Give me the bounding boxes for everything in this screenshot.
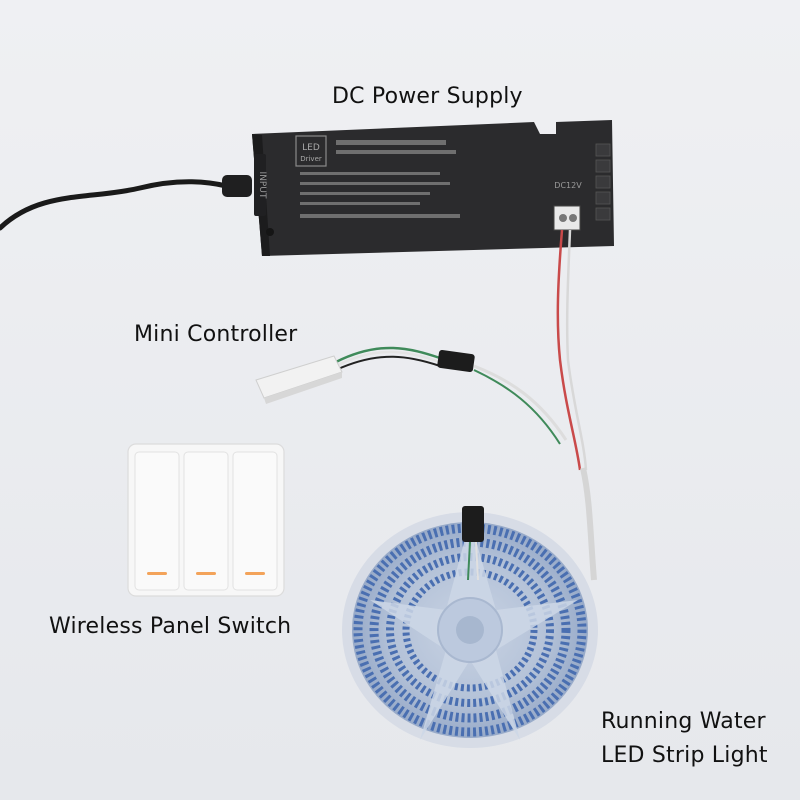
label-dc-power-supply: DC Power Supply bbox=[332, 84, 523, 109]
switch-key-right bbox=[232, 451, 278, 591]
switch-indicator bbox=[245, 572, 265, 575]
label-wireless-panel-switch: Wireless Panel Switch bbox=[49, 614, 292, 639]
switch-indicator bbox=[147, 572, 167, 575]
mounting-hole bbox=[266, 228, 274, 236]
strip-wire bbox=[475, 541, 479, 581]
switch-key-left bbox=[134, 451, 180, 591]
led-strip-coil bbox=[402, 568, 538, 692]
led-driver-logo bbox=[295, 135, 327, 167]
controller-wire-green bbox=[335, 346, 441, 364]
dc-power-supply: INPUT LED Driver DC12V bbox=[252, 120, 614, 256]
label-mini-controller: Mini Controller bbox=[134, 322, 298, 347]
terminal-screw bbox=[569, 214, 577, 222]
output-tag: DC12V bbox=[554, 181, 582, 190]
terminal-screw bbox=[559, 214, 567, 222]
power-plug bbox=[222, 175, 252, 197]
wireless-panel-switch bbox=[127, 443, 285, 597]
strip-cable bbox=[580, 467, 597, 581]
red-wire bbox=[556, 229, 582, 471]
output-ports bbox=[595, 143, 611, 221]
logo-line1: LED bbox=[302, 143, 320, 153]
label-led-strip: Running Water LED Strip Light bbox=[601, 705, 768, 773]
controller-wire-black bbox=[335, 355, 441, 371]
switch-key-middle bbox=[183, 451, 229, 591]
controller-wire-white bbox=[335, 350, 441, 368]
power-cord bbox=[0, 179, 229, 231]
reel-center bbox=[456, 616, 484, 644]
led-strip-reel bbox=[342, 506, 598, 748]
label-strip-line2: LED Strip Light bbox=[601, 743, 768, 768]
printed-specs bbox=[300, 140, 460, 218]
jst-connector bbox=[437, 349, 475, 373]
label-strip-line1: Running Water bbox=[601, 709, 766, 734]
input-tag-text: INPUT bbox=[257, 172, 267, 199]
mini-controller bbox=[255, 355, 343, 404]
strip-connector bbox=[462, 506, 484, 542]
logo-line2: Driver bbox=[300, 155, 322, 163]
led-strip-coil bbox=[353, 523, 587, 737]
input-tag bbox=[254, 154, 266, 216]
strip-wire bbox=[467, 541, 471, 581]
connector-wire-green bbox=[473, 369, 561, 445]
white-wire bbox=[565, 229, 588, 471]
connector-wire bbox=[473, 364, 568, 441]
switch-indicator bbox=[196, 572, 216, 575]
